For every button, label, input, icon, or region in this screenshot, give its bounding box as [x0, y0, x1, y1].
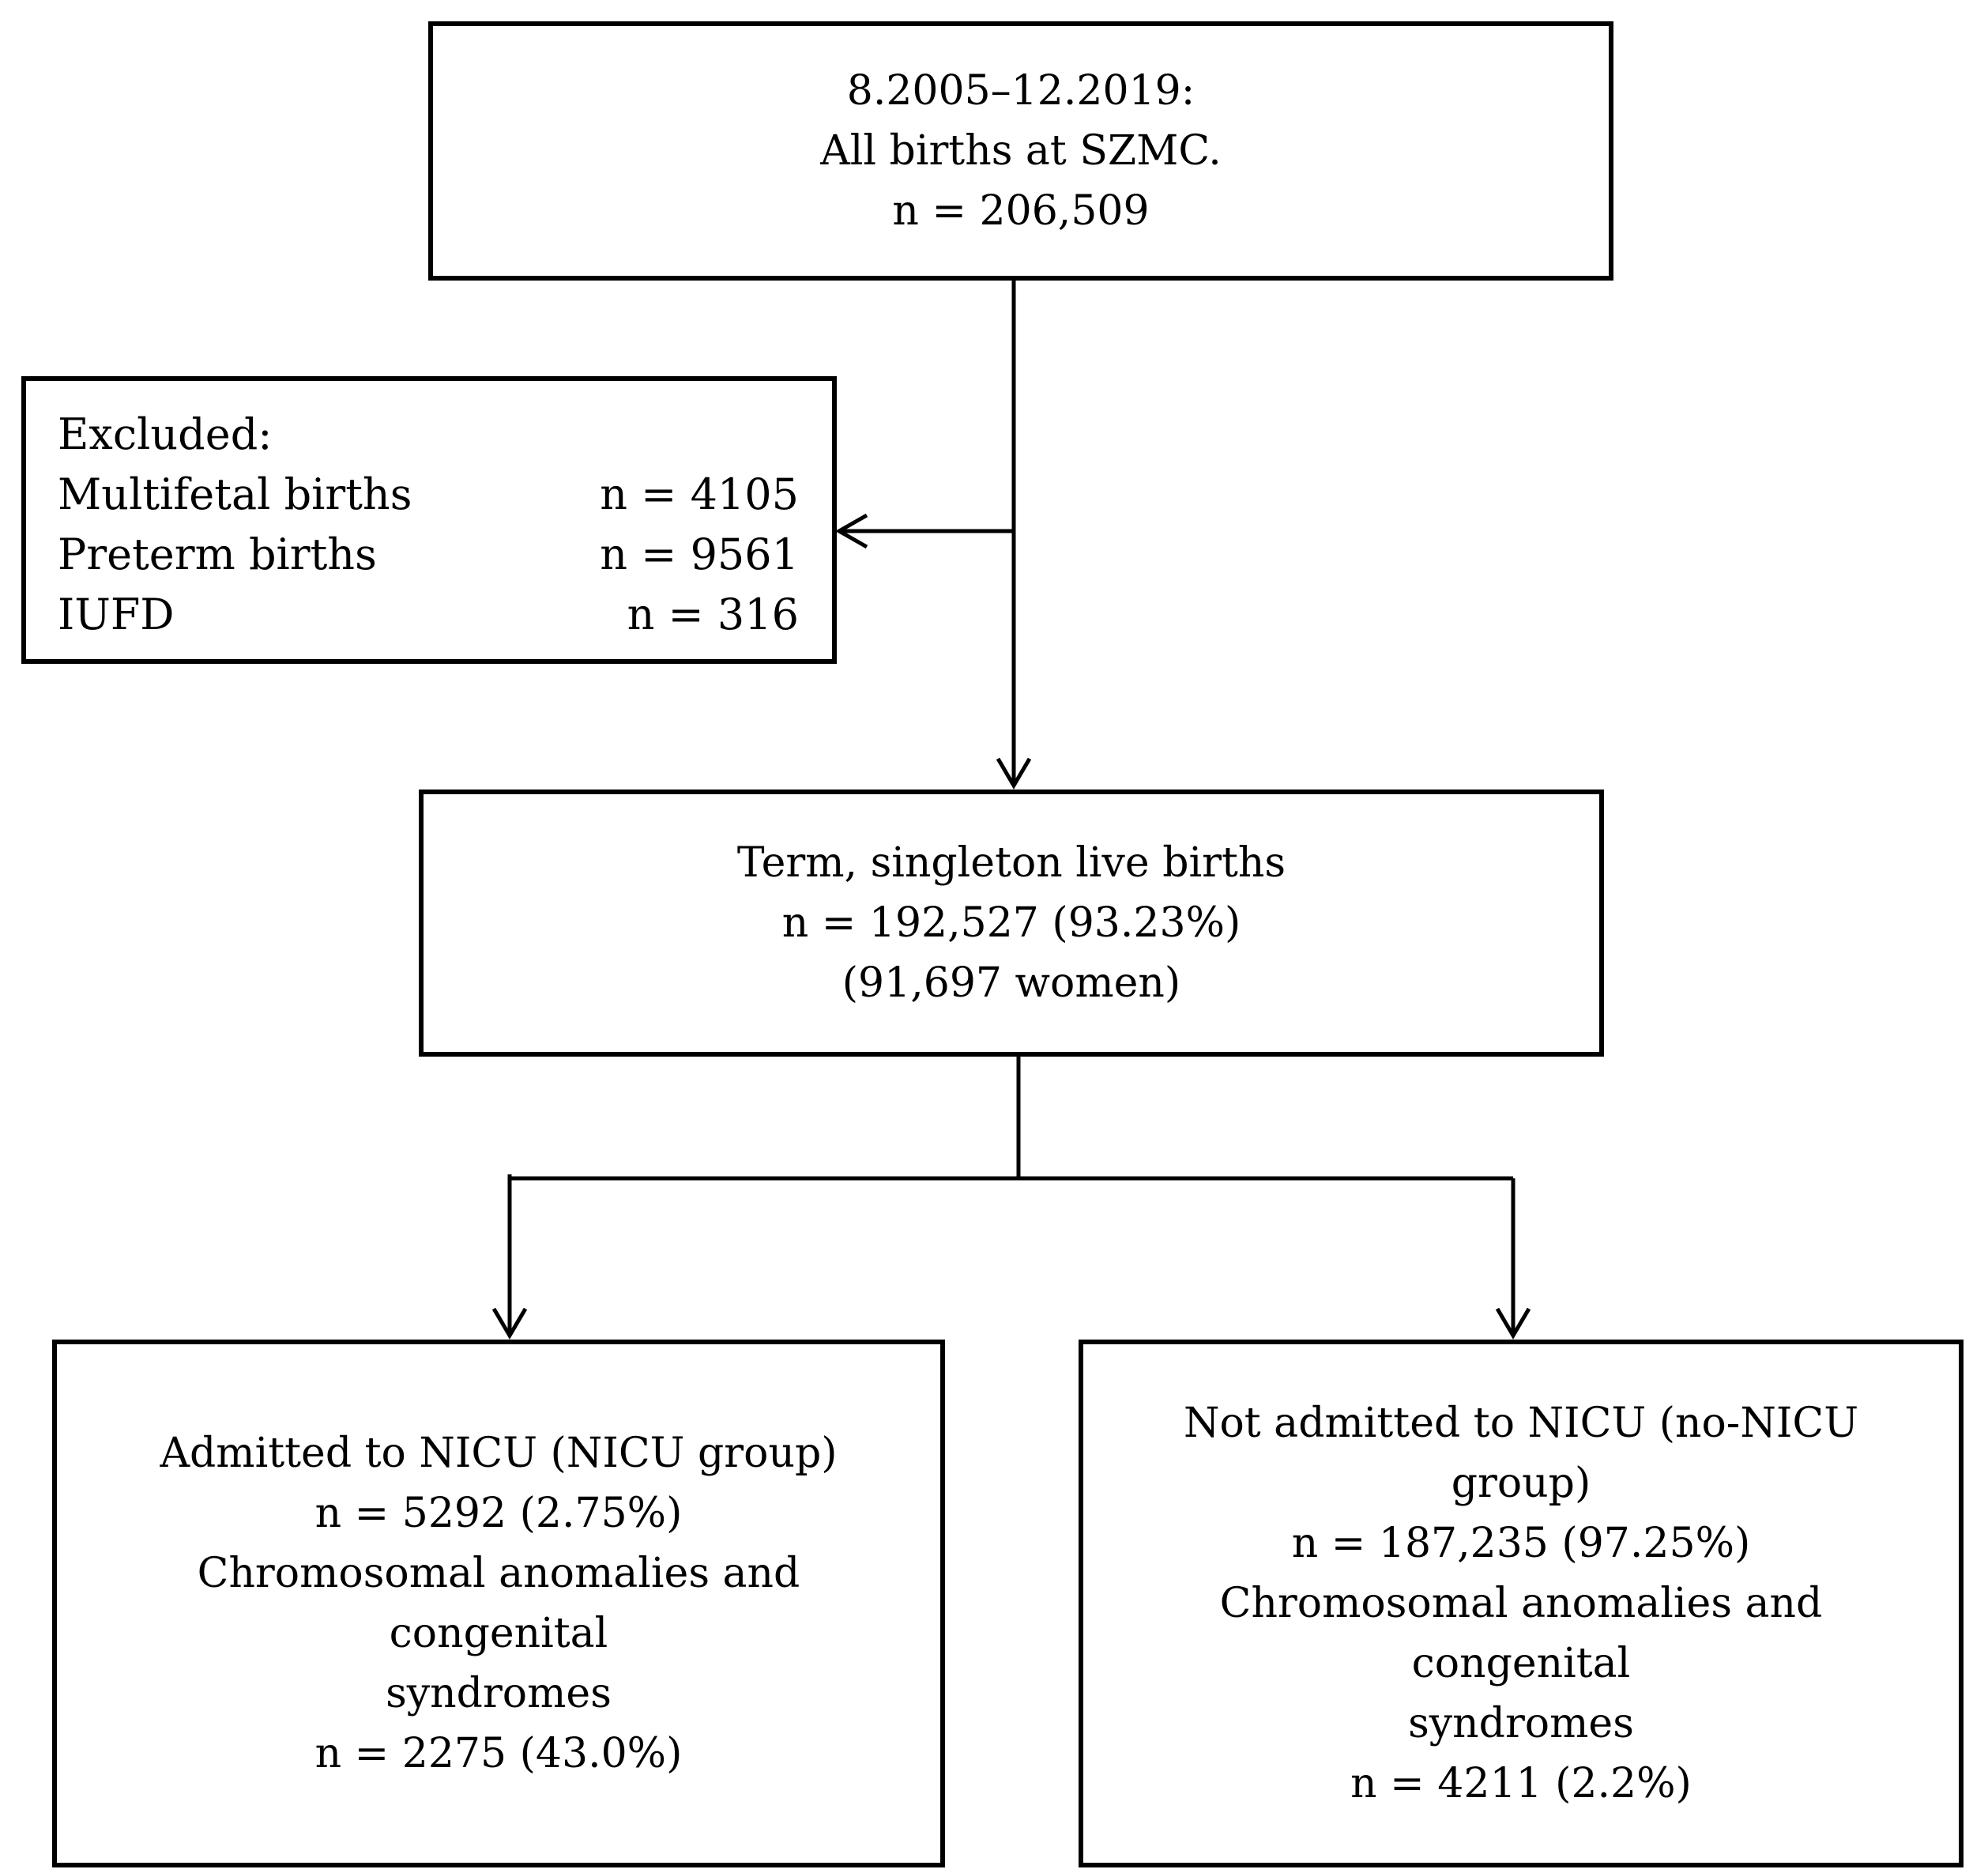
- all-births-count: n = 206,509: [892, 187, 1150, 235]
- nicu-anomalies-count: n = 2275 (43.0%): [314, 1730, 683, 1777]
- excluded-label: Preterm births: [58, 529, 377, 579]
- excluded-count: n = 4105: [600, 469, 799, 519]
- excluded-count: n = 9561: [600, 529, 799, 579]
- nicu-group-label: Admitted to NICU (NICU group): [160, 1430, 838, 1477]
- all-births-label: All births at SZMC.: [820, 127, 1222, 175]
- study-period: 8.2005–12.2019:: [846, 67, 1195, 115]
- no-nicu-group-box: Not admitted to NICU (no-NICU group) n =…: [1079, 1340, 1964, 1867]
- nicu-group-count: n = 5292 (2.75%): [314, 1490, 683, 1537]
- excluded-title: Excluded:: [58, 409, 273, 459]
- excluded-label: IUFD: [58, 590, 175, 639]
- arrowhead-to-excluded: [834, 513, 868, 549]
- nicu-group-box: Admitted to NICU (NICU group) n = 5292 (…: [52, 1340, 945, 1867]
- term-singleton-label: Term, singleton live births: [736, 839, 1286, 887]
- all-births-box: 8.2005–12.2019: All births at SZMC. n = …: [428, 21, 1613, 281]
- no-nicu-anomalies-label-cont: syndromes: [1408, 1700, 1634, 1747]
- no-nicu-group-count: n = 187,235 (97.25%): [1291, 1520, 1751, 1567]
- excluded-label: Multifetal births: [58, 469, 412, 519]
- arrowhead-to-nicu: [491, 1307, 528, 1340]
- no-nicu-group-label: Not admitted to NICU (no-NICU group): [1183, 1400, 1859, 1507]
- nicu-anomalies-label-cont: syndromes: [386, 1670, 612, 1717]
- excluded-count: n = 316: [627, 590, 799, 639]
- excluded-row: IUFD n = 316: [58, 585, 799, 645]
- excluded-box: Excluded: Multifetal births n = 4105 Pre…: [21, 376, 837, 664]
- no-nicu-anomalies-count: n = 4211 (2.2%): [1350, 1760, 1692, 1807]
- women-count: (91,697 women): [842, 959, 1181, 1007]
- arrowhead-to-middle: [996, 757, 1032, 790]
- excluded-row: Multifetal births n = 4105: [58, 465, 799, 525]
- term-singleton-box: Term, singleton live births n = 192,527 …: [419, 790, 1604, 1057]
- arrowhead-to-no-nicu: [1495, 1307, 1531, 1340]
- nicu-anomalies-label: Chromosomal anomalies and congenital: [197, 1550, 800, 1657]
- no-nicu-anomalies-label: Chromosomal anomalies and congenital: [1219, 1580, 1823, 1687]
- excluded-row: Preterm births n = 9561: [58, 525, 799, 585]
- term-singleton-count: n = 192,527 (93.23%): [781, 899, 1241, 947]
